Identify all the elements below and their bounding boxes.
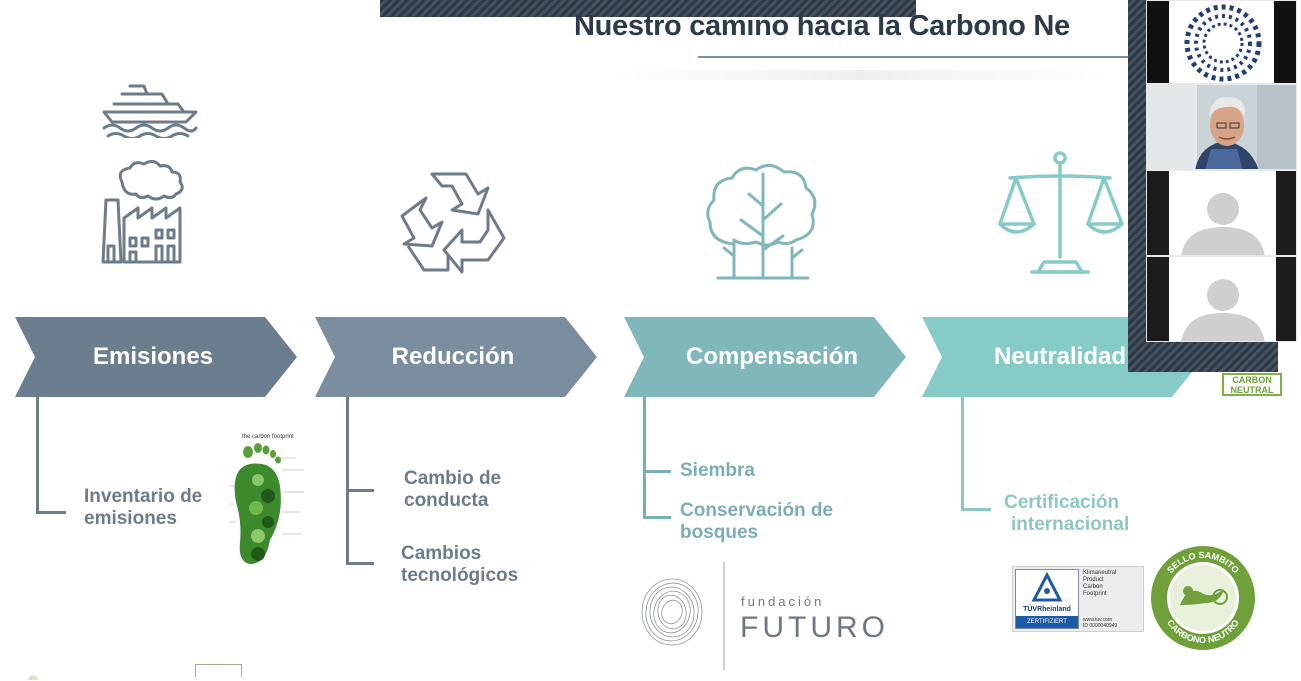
item-line: Certificación [1004,492,1120,513]
item-line: Inventario de [84,486,203,507]
tuv-url-line: ID 0000040949 [1083,623,1118,629]
factory-icon [94,160,202,268]
item-cambios-tecnologicos: Cambios tecnológicos [401,543,518,587]
fundacion-text: fundación [741,594,825,609]
tuv-cert-label: ZERTIFIZIERT [1016,616,1078,628]
participant-tile-avatar[interactable] [1146,170,1297,256]
tuv-line: Footprint [1083,591,1107,597]
connector-line [961,397,964,511]
item-conservacion: Conservación de bosques [680,500,833,544]
stage-label: Neutralidad [993,343,1127,370]
tuv-logo: TÜVRheinland ZERTIFIZIERT [1015,569,1079,629]
connector-line [346,397,349,565]
item-certificacion: Certificación internacional [1004,492,1129,536]
item-inventario: Inventario de emisiones [84,486,202,530]
item-cambio-conducta: Cambio de conducta [404,468,501,512]
badge-line: CARBON [1232,375,1272,385]
circular-logo-icon [1184,4,1262,82]
tuv-url-line: www.tuv.com [1083,617,1113,623]
item-line: Cambio de [404,468,502,489]
carbon-neutral-badge: CARBON NEUTRAL [1222,373,1282,396]
logo-divider [723,562,725,670]
ship-icon [100,82,200,138]
connector-line [643,397,646,519]
cropped-badge-fragment [195,664,242,677]
tile-side [1147,1,1169,83]
futuro-text: FUTURO [740,611,889,644]
connector-line [961,508,991,511]
title-underline [698,56,1128,58]
item-line: tecnológicos [401,565,519,586]
participant-tile-logo[interactable] [1146,0,1297,84]
item-line: conducta [404,490,489,511]
item-line: Conservación de [680,500,834,521]
scale-icon [996,150,1124,280]
stage-compensacion: Compensación [624,317,906,397]
item-line: internacional [1011,514,1130,535]
person-video [1147,85,1296,169]
connector-line [643,516,671,519]
tuv-certificate-badge: TÜVRheinland ZERTIFIZIERT Klimaneutral P… [1012,566,1144,632]
trees-icon [704,160,822,280]
tuv-line: Klimaneutral [1083,570,1117,576]
stage-reduccion: Reducción [315,317,597,397]
slide-title: Nuestro camino hacia la Carbono Ne [574,10,1070,42]
tuv-brand: TÜVRheinland [1023,606,1071,613]
item-line: Cambios [401,543,482,564]
connector-line [36,511,66,514]
faint-background-band [610,70,1110,80]
item-line: bosques [680,522,759,543]
cropped-logo-fragment [28,675,38,680]
badge-line: NEUTRAL [1230,385,1274,395]
connector-line [643,470,671,473]
recycle-icon [398,166,508,274]
stage-label: Emisiones [92,343,214,370]
tile-side [1274,1,1296,83]
stage-emisiones: Emisiones [15,317,297,397]
participant-tile-camera[interactable] [1146,84,1297,170]
tuv-line: Carbon [1083,584,1103,590]
stage-label: Reducción [391,343,515,370]
connector-line [346,489,374,492]
person-placeholder-icon [1181,193,1265,255]
connector-line [346,562,374,565]
tuv-description: Klimaneutral Product Carbon Footprint [1083,570,1116,598]
carbon-footprint-image: the carbon footprint [228,430,320,568]
stage-label: Compensación [685,343,859,370]
tuv-url: www.tuv.com ID 0000040949 [1083,617,1117,629]
footprint-title: the carbon footprint [242,434,294,440]
item-siembra: Siembra [680,460,755,481]
person-placeholder-icon [1181,279,1265,341]
tuv-line: Product [1083,577,1104,583]
fundacion-futuro-logo-icon [636,576,708,648]
sello-sambito-seal: SELLO SAMBITO CARBONO NEUTRO [1150,545,1256,651]
connector-line [36,397,39,514]
top-banner-bar [380,0,916,17]
participant-tile-avatar[interactable] [1146,256,1297,342]
item-line: emisiones [84,508,177,529]
